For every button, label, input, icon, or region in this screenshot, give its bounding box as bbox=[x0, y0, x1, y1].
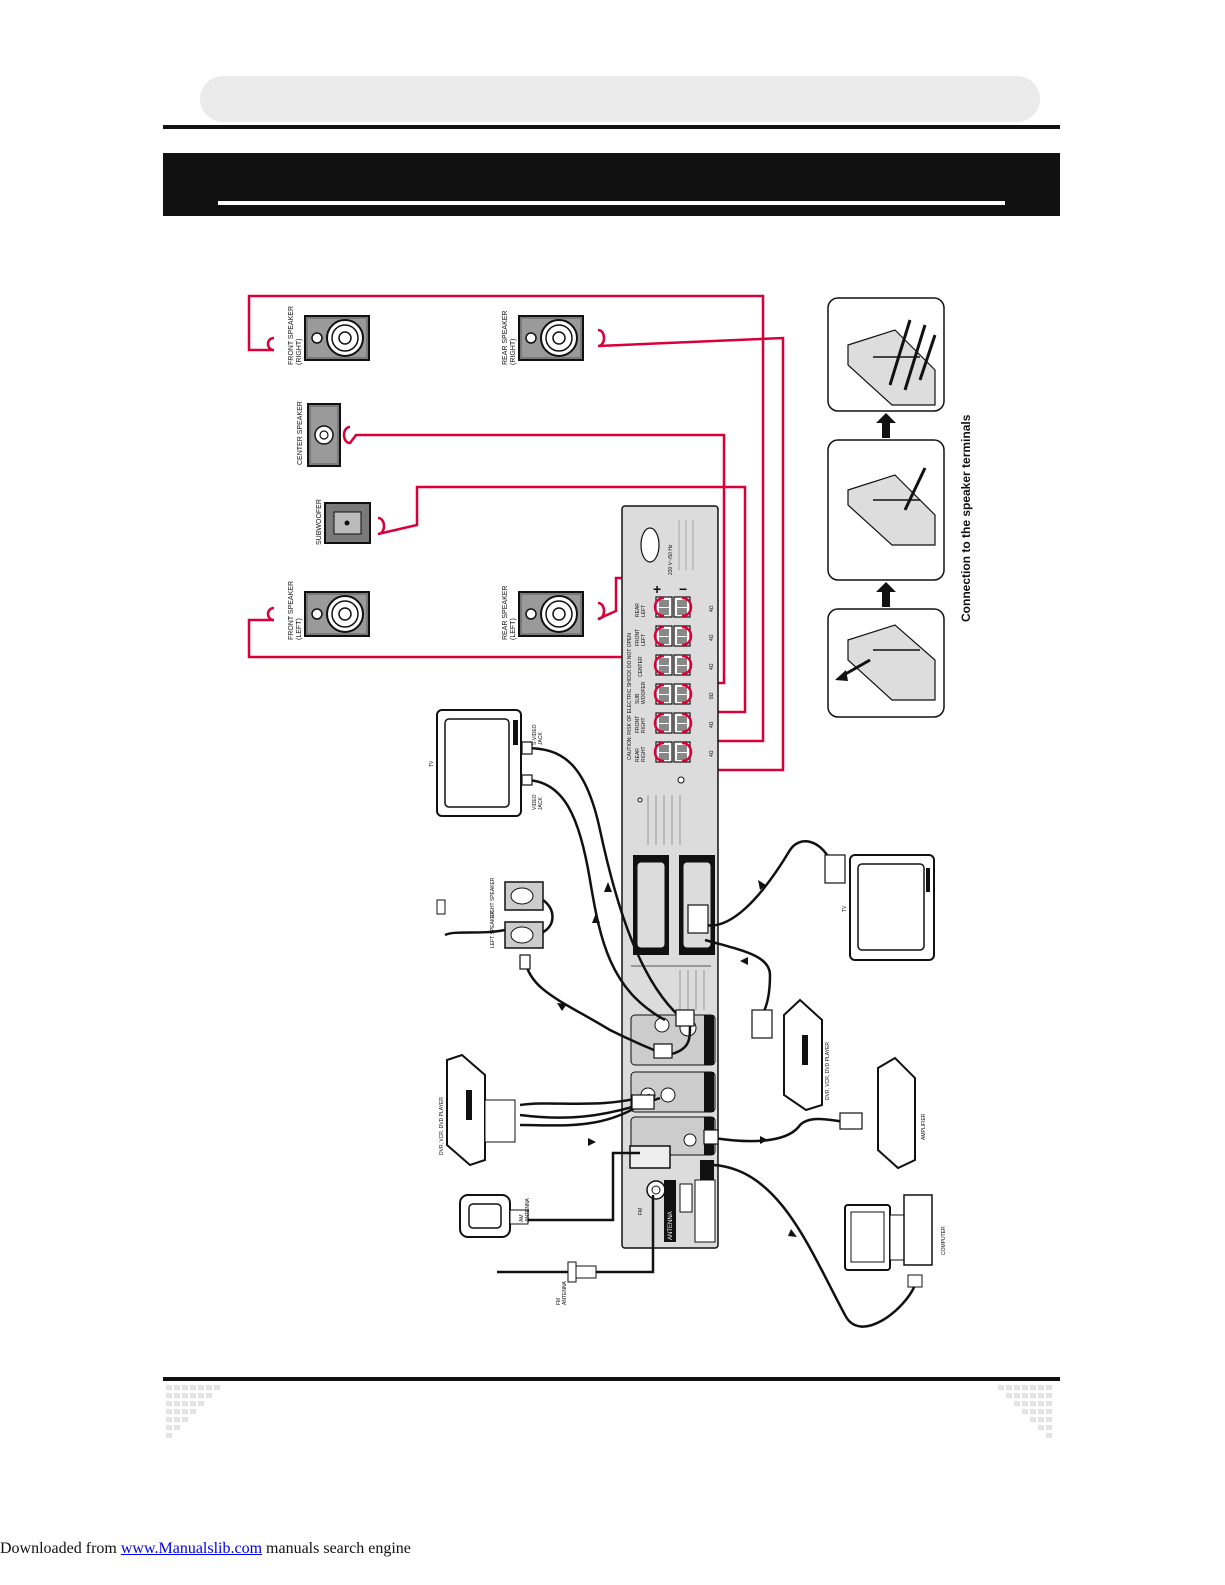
svg-text:4Ω: 4Ω bbox=[709, 634, 715, 641]
terminal-label-front-right: FRONTRIGHT bbox=[635, 716, 647, 733]
front-speaker-right: FRONT SPEAKER(RIGHT) bbox=[288, 306, 370, 365]
center-speaker-label: CENTER SPEAKER bbox=[297, 401, 304, 465]
terminal-label-subwoofer: SUBWOOFER bbox=[635, 681, 647, 704]
fm-antenna: FMANTENNA bbox=[556, 1261, 597, 1305]
caution-text: CAUTION: RISK OF ELECTRIC SHOCK DO NOT O… bbox=[627, 633, 633, 760]
fm-antenna-label: FMANTENNA bbox=[556, 1280, 568, 1305]
fm-label: FM bbox=[638, 1208, 644, 1215]
rear-speaker-left: REAR SPEAKER(LEFT) bbox=[502, 586, 584, 640]
power-rating: 230 V~/50 Hz bbox=[668, 544, 674, 575]
rear-speaker-right: REAR SPEAKER(RIGHT) bbox=[502, 311, 584, 365]
cable-arrows bbox=[557, 880, 797, 1237]
dvr-left-label: DVR, VCR, DVD PLAYER bbox=[439, 1097, 445, 1155]
amplifier-label: AMPLIFIER bbox=[921, 1113, 927, 1140]
title-banner-underline bbox=[218, 201, 1005, 205]
svideo-jack-label: S-VIDEOJACK bbox=[532, 724, 544, 745]
connection-steps: Connection to the speaker terminals bbox=[827, 297, 973, 718]
title-banner bbox=[163, 153, 1060, 216]
bottom-rule bbox=[163, 1377, 1060, 1381]
corner-dots-left bbox=[166, 1385, 226, 1445]
front-speaker-right-label: FRONT SPEAKER(RIGHT) bbox=[288, 306, 303, 365]
am-antenna-label: AMANTENNA bbox=[519, 1197, 531, 1222]
speaker-wires bbox=[247, 294, 785, 772]
connection-caption: Connection to the speaker terminals bbox=[959, 414, 973, 622]
tv-right-label: TV bbox=[842, 905, 848, 912]
terminal-ohm-ratings: 4Ω 4Ω 4Ω 8Ω 4Ω 4Ω bbox=[709, 605, 715, 757]
subwoofer-label: SUBWOOFER bbox=[316, 499, 323, 545]
dvr-right-label: DVR, VCR, DVD PLAYER bbox=[825, 1042, 831, 1100]
video-jack-label: VIDEOJACK bbox=[532, 794, 544, 810]
tv-top-label: TV bbox=[429, 760, 435, 767]
footer-suffix: manuals search engine bbox=[262, 1540, 411, 1557]
tv-right: TV bbox=[842, 854, 935, 961]
footer: Downloaded from www.Manualslib.com manua… bbox=[0, 1540, 411, 1558]
left-speaker-label: LEFT SPEAKER bbox=[490, 910, 496, 948]
footer-link[interactable]: www.Manualslib.com bbox=[120, 1540, 263, 1557]
antenna-panel-label: ANTENNA bbox=[668, 1211, 674, 1240]
front-speaker-left-label: FRONT SPEAKER(LEFT) bbox=[288, 581, 303, 640]
terminal-label-front-left: FRONTLEFT bbox=[635, 629, 647, 646]
svg-text:4Ω: 4Ω bbox=[709, 721, 715, 728]
svg-text:4Ω: 4Ω bbox=[709, 605, 715, 612]
rear-speaker-right-label: REAR SPEAKER(RIGHT) bbox=[502, 311, 517, 365]
right-speaker-label: RIGHT SPEAKER bbox=[490, 877, 496, 918]
dvr-left: DVR, VCR, DVD PLAYER bbox=[439, 1053, 516, 1167]
computer: COMPUTER bbox=[844, 1194, 947, 1288]
subwoofer: SUBWOOFER bbox=[316, 499, 371, 545]
terminal-label-rear-left: REARLEFT bbox=[635, 603, 647, 617]
signal-cables bbox=[444, 746, 917, 1328]
center-speaker: CENTER SPEAKER bbox=[297, 401, 341, 467]
computer-label: COMPUTER bbox=[941, 1226, 947, 1255]
svg-text:4Ω: 4Ω bbox=[709, 663, 715, 670]
am-antenna: AMANTENNA bbox=[459, 1194, 531, 1238]
amplifier: AMPLIFIER bbox=[877, 1056, 927, 1170]
terminal-label-rear-right: REARRIGHT bbox=[635, 746, 647, 762]
corner-dots-right bbox=[998, 1385, 1058, 1445]
front-speaker-left: FRONT SPEAKER(LEFT) bbox=[288, 581, 370, 640]
pc-speakers: LEFT SPEAKER RIGHT SPEAKER bbox=[436, 877, 544, 949]
dvr-right: DVR, VCR, DVD PLAYER bbox=[783, 998, 831, 1112]
terminal-plus-sign: + bbox=[653, 581, 661, 597]
top-rule bbox=[163, 125, 1060, 129]
footer-prefix: Downloaded from bbox=[0, 1540, 121, 1557]
terminal-minus-sign: − bbox=[679, 581, 687, 597]
svg-text:4Ω: 4Ω bbox=[709, 750, 715, 757]
svg-text:8Ω: 8Ω bbox=[709, 692, 715, 699]
tv-top: TV S-VIDEOJACK VIDEOJACK bbox=[429, 709, 544, 817]
rear-speaker-left-label: REAR SPEAKER(LEFT) bbox=[502, 586, 517, 640]
header-pill bbox=[200, 76, 1040, 122]
terminal-label-center: CENTER bbox=[638, 656, 644, 677]
